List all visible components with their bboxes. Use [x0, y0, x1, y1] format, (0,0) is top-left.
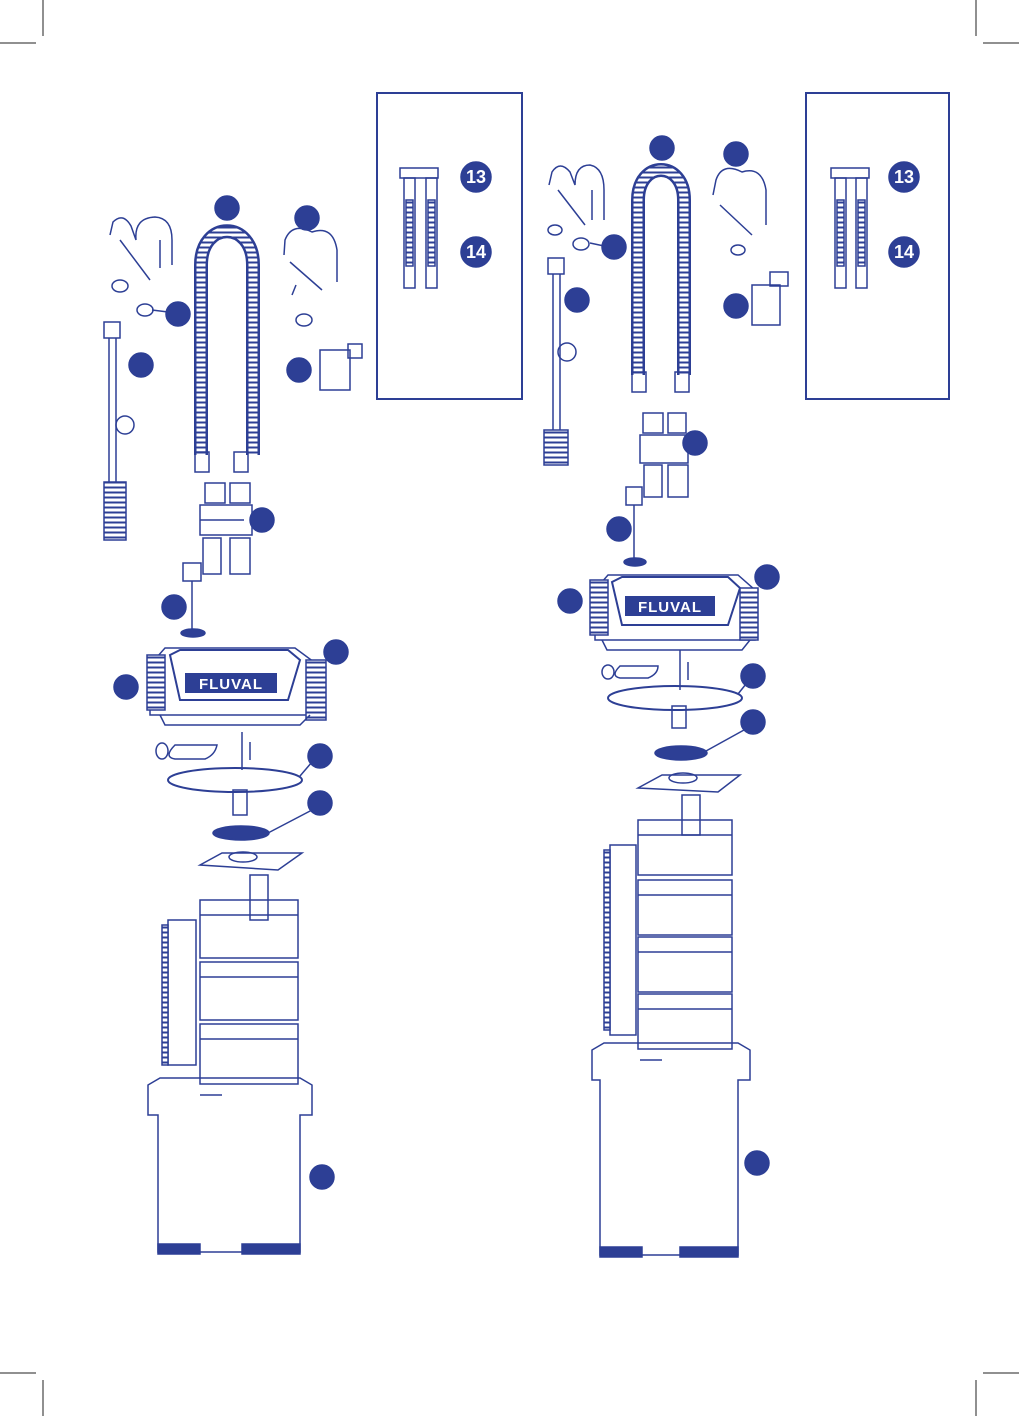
left-o-ring — [168, 768, 302, 792]
callout-marker — [565, 288, 589, 312]
left-filter-diagram: 13 14 — [104, 93, 522, 1254]
left-inset-hoses — [400, 168, 438, 288]
callout-marker — [308, 744, 332, 768]
right-impeller-assembly — [602, 650, 742, 792]
left-inset-box — [377, 93, 522, 399]
left-primer-handle — [183, 563, 201, 581]
inset-label-13: 13 — [894, 167, 914, 187]
left-motor-head: FLUVAL — [147, 648, 326, 725]
callout-marker — [607, 517, 631, 541]
callout-marker — [650, 136, 674, 160]
right-motor-head: FLUVAL — [590, 575, 758, 650]
callout-marker — [558, 589, 582, 613]
right-output-hook — [713, 168, 766, 235]
callout-marker — [250, 508, 274, 532]
right-inset-callout-14: 14 — [889, 237, 919, 267]
left-aquastop-valve — [200, 483, 252, 574]
left-intake-tube — [104, 322, 134, 540]
right-inset-hoses — [831, 168, 869, 288]
fluval-logo-right: FLUVAL — [638, 599, 702, 616]
inset-label-14: 14 — [466, 242, 486, 262]
callout-marker — [287, 358, 311, 382]
inset-label-13: 13 — [466, 167, 486, 187]
left-inset-callout-13: 13 — [461, 162, 491, 192]
right-inset-box — [806, 93, 949, 399]
right-u-hose — [638, 170, 684, 375]
right-canister — [592, 1043, 750, 1257]
callout-marker — [755, 565, 779, 589]
right-callouts — [558, 136, 779, 1175]
right-primer-handle — [626, 487, 642, 505]
callout-marker — [745, 1151, 769, 1175]
callout-marker — [295, 206, 319, 230]
callout-marker — [215, 196, 239, 220]
callout-marker — [324, 640, 348, 664]
callout-marker — [602, 235, 626, 259]
callout-marker — [741, 664, 765, 688]
left-inset-callout-14: 14 — [461, 237, 491, 267]
callout-marker — [114, 675, 138, 699]
callout-marker — [129, 353, 153, 377]
right-media-stack — [604, 795, 732, 1049]
left-impeller-assembly — [156, 732, 302, 870]
callout-marker — [724, 294, 748, 318]
callout-marker — [683, 431, 707, 455]
callout-marker — [162, 595, 186, 619]
right-intake-hook — [549, 165, 604, 225]
left-u-hose — [201, 231, 253, 455]
right-aquastop-valve — [640, 413, 688, 497]
left-canister — [148, 1078, 312, 1254]
callout-marker — [741, 710, 765, 734]
callout-marker — [724, 142, 748, 166]
right-inset-callout-13: 13 — [889, 162, 919, 192]
fluval-logo-left: FLUVAL — [199, 676, 263, 693]
inset-label-14: 14 — [894, 242, 914, 262]
left-spray-bar — [320, 344, 362, 390]
left-intake-hook — [110, 217, 172, 280]
right-spray-bar — [752, 272, 788, 325]
right-filter-diagram: 13 14 — [544, 93, 949, 1257]
left-media-stack — [162, 875, 298, 1084]
left-output-hook — [284, 228, 337, 295]
callout-marker — [166, 302, 190, 326]
callout-marker — [310, 1165, 334, 1189]
callout-marker — [308, 791, 332, 815]
